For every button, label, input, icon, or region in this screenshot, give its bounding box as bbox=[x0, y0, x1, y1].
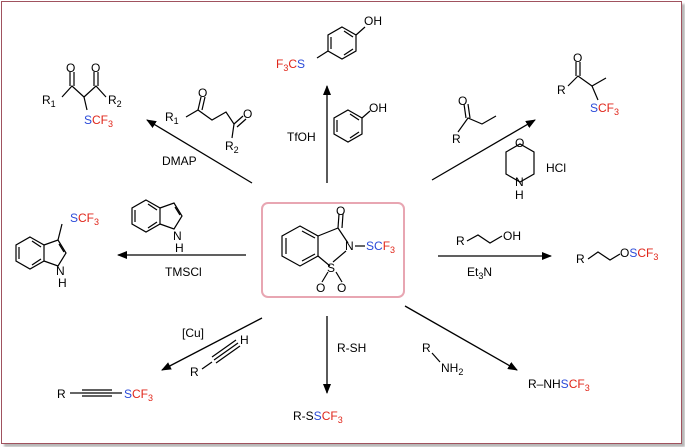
alcohol-r: R bbox=[456, 234, 465, 248]
reagent-oxygen-2: O bbox=[243, 107, 252, 121]
morpholine-oxygen: O bbox=[515, 136, 524, 150]
reagent-r1: R1 bbox=[165, 110, 179, 126]
reagent-label-et3n: Et3N bbox=[467, 265, 492, 281]
phenol-hydroxyl: OH bbox=[369, 101, 387, 115]
amine-r: R bbox=[422, 341, 431, 355]
morpholine-nitrogen: N bbox=[515, 175, 524, 189]
product-hydrogen: H bbox=[58, 276, 67, 290]
product-oxygen: O bbox=[573, 51, 582, 65]
product-scf3: SCF3 bbox=[84, 113, 113, 129]
alkyne-h: H bbox=[240, 333, 249, 347]
product-oxygen-2: O bbox=[91, 61, 100, 75]
product-scf3: SCF3 bbox=[590, 101, 619, 117]
nitrogen-atom: N bbox=[345, 239, 354, 253]
product-r2: R2 bbox=[108, 93, 122, 109]
product-disulfide: R-SSCF3 bbox=[293, 409, 343, 425]
reaction-bottom-left: [Cu] R H R SCF3 bbox=[57, 326, 249, 403]
reagent-label-tmscl: TMSCl bbox=[165, 265, 202, 279]
sulfonyl-oxygen-2: O bbox=[337, 281, 346, 295]
reagent-highlight-box bbox=[261, 202, 405, 298]
reaction-bottom-right: R NH2 R–NHSCF3 bbox=[422, 341, 590, 393]
product-scf3: SCF3 bbox=[70, 211, 99, 227]
reagent-label-tfoh: TfOH bbox=[287, 130, 316, 144]
product-r: R bbox=[57, 387, 66, 401]
product-r1: R1 bbox=[42, 93, 56, 109]
ketone-r: R bbox=[452, 132, 461, 146]
arrow-top-right bbox=[431, 119, 536, 181]
reagent-oxygen-1: O bbox=[198, 86, 207, 100]
product-sulfenamide: R–NHSCF3 bbox=[528, 377, 590, 393]
morpholine-hydrogen: H bbox=[515, 188, 524, 202]
reaction-top-left: O O R1 R2 SCF3 O O R1 R2 DMAP bbox=[42, 61, 252, 168]
reagent-label-cu: [Cu] bbox=[182, 326, 204, 340]
sulfonyl-oxygen-1: O bbox=[316, 281, 325, 295]
center-reagent: O N S O O SCF3 bbox=[261, 202, 405, 298]
carbonyl-oxygen: O bbox=[336, 204, 345, 218]
reagent-label-hcl: HCl bbox=[546, 161, 566, 175]
ketone-oxygen: O bbox=[458, 94, 467, 108]
reaction-left: SCF3 N H N H TMSCl bbox=[15, 199, 202, 290]
reaction-top: OH F3CS OH TfOH bbox=[276, 14, 387, 144]
product-oxygen-1: O bbox=[66, 61, 75, 75]
reagent-hydrogen: H bbox=[175, 241, 184, 255]
arrow-top-left bbox=[146, 119, 253, 184]
arrow-bottom-right bbox=[404, 305, 518, 371]
reaction-top-right: O R SCF3 O R O N H HCl bbox=[452, 51, 619, 202]
product-r: R bbox=[557, 83, 566, 97]
scf3-group: SCF3 bbox=[366, 239, 395, 255]
amine-nh2: NH2 bbox=[441, 361, 463, 377]
product-hydroxyl: OH bbox=[364, 14, 382, 28]
product-nitrogen: N bbox=[56, 264, 65, 278]
reagent-nitrogen: N bbox=[173, 229, 182, 243]
reagent-label-dmap: DMAP bbox=[162, 154, 197, 168]
reaction-right: R OH Et3N R OSCF3 bbox=[456, 229, 658, 281]
product-oscf3: OSCF3 bbox=[620, 246, 658, 262]
alcohol-oh: OH bbox=[503, 229, 521, 243]
alkyne-r: R bbox=[190, 365, 199, 379]
reaction-bottom: R-SH R-SSCF3 bbox=[293, 341, 366, 425]
sulfonyl-sulfur: S bbox=[327, 261, 335, 275]
product-scf3: SCF3 bbox=[124, 387, 153, 403]
arrow-bottom-left bbox=[161, 317, 263, 371]
reagent-label-rsh: R-SH bbox=[337, 341, 366, 355]
product-r: R bbox=[576, 252, 585, 266]
product-scf3: F3CS bbox=[276, 57, 305, 73]
reagent-r2: R2 bbox=[225, 139, 239, 155]
